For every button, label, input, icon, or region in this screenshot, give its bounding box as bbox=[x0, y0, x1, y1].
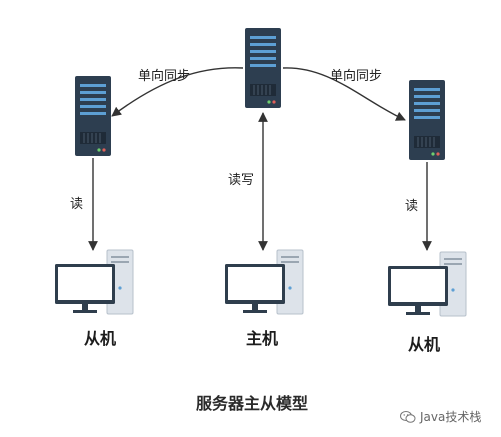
read-left-label: 读 bbox=[70, 197, 84, 212]
slave-right-server-icon bbox=[408, 79, 446, 161]
master-label: 主机 bbox=[246, 329, 279, 348]
slave-right-label: 从机 bbox=[408, 335, 441, 354]
slave-left-label: 从机 bbox=[84, 329, 117, 348]
slave-left-computer-icon bbox=[54, 249, 134, 315]
read-write-label: 读写 bbox=[228, 173, 255, 188]
sync-left-arrow bbox=[111, 67, 244, 117]
sync-left-label: 单向同步 bbox=[138, 69, 191, 84]
watermark: Java技术栈 bbox=[400, 408, 481, 425]
slave-left-server-icon bbox=[74, 75, 112, 157]
wechat-icon bbox=[400, 410, 416, 423]
watermark-text: Java技术栈 bbox=[420, 410, 482, 424]
diagram-caption: 服务器主从模型 bbox=[196, 394, 309, 413]
read-right-label: 读 bbox=[405, 199, 419, 214]
master-computer-icon bbox=[224, 249, 304, 315]
slave-right-computer-icon bbox=[387, 251, 467, 317]
master-server-icon bbox=[244, 27, 282, 109]
sync-right-arrow bbox=[282, 67, 406, 121]
sync-right-label: 单向同步 bbox=[330, 69, 383, 84]
